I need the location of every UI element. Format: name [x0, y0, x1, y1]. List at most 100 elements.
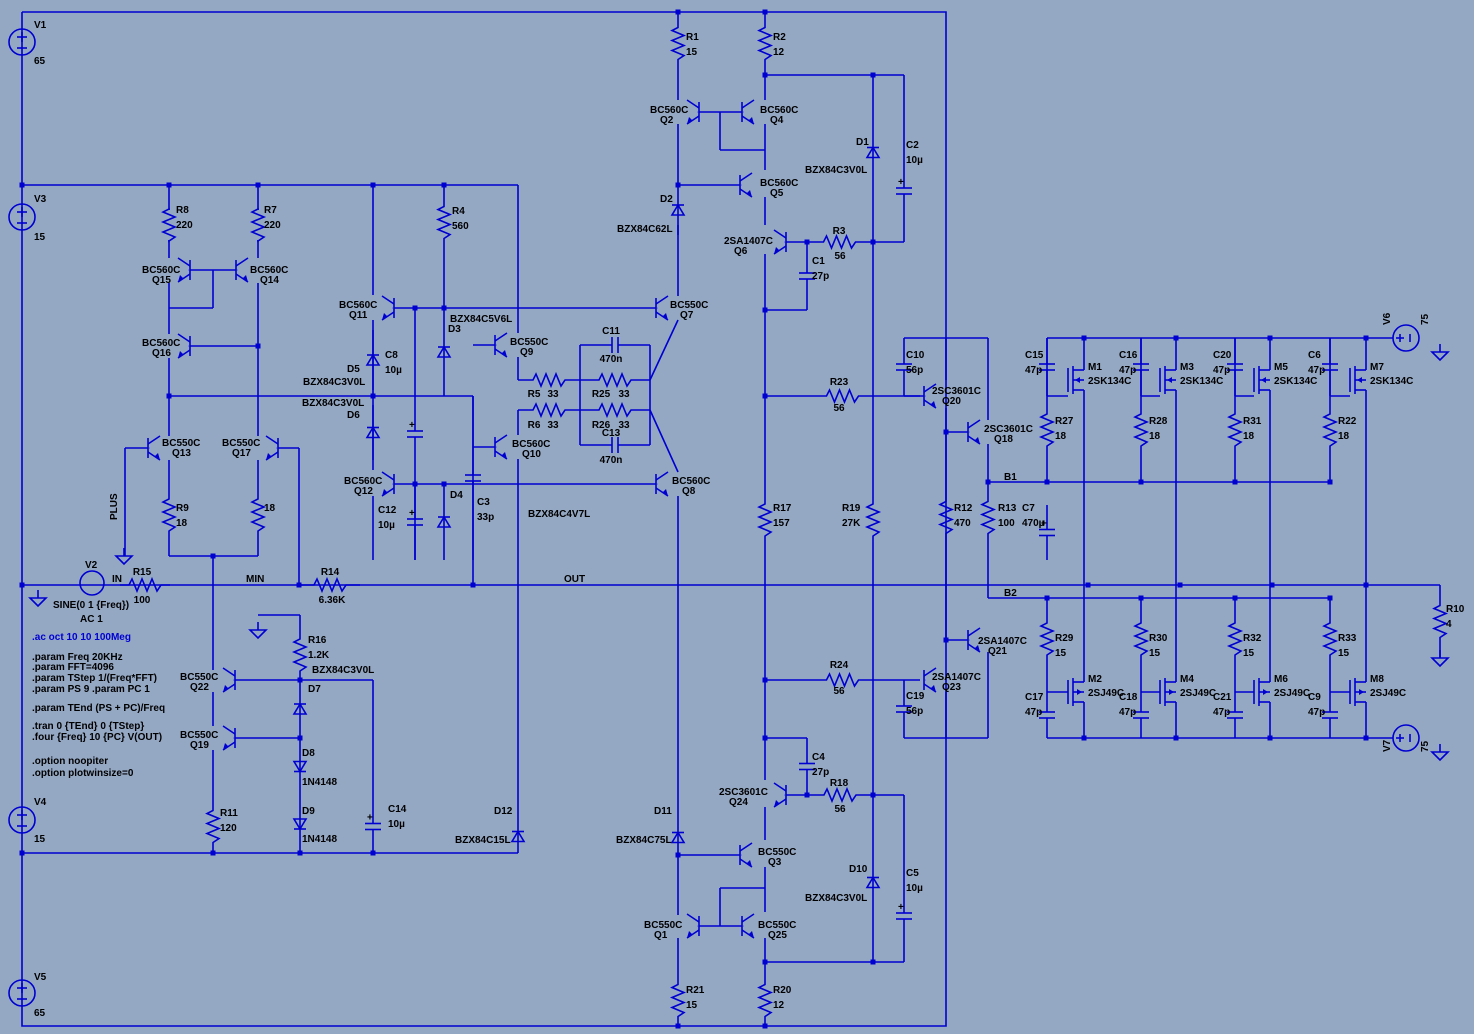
resistor-R30	[1132, 598, 1150, 680]
bjt-lead	[381, 471, 395, 481]
resistor-label-R8: R8	[176, 205, 189, 216]
bjt-lead	[222, 667, 236, 677]
bjt-lead	[967, 627, 981, 637]
ground-symbol	[248, 629, 268, 640]
capacitor-value-C10: 56p	[906, 365, 923, 376]
diode-model-D6: BZX84C3V0L	[302, 398, 364, 409]
capacitor-value-C12: 10µ	[378, 520, 395, 531]
resistor-R28	[1132, 410, 1150, 450]
capacitor-label-C11: C11	[602, 326, 620, 337]
transistor-label-M2: M2	[1088, 674, 1102, 685]
transistor-label-Q23: Q23	[942, 682, 961, 693]
junction	[762, 959, 768, 965]
capacitor-label-C14: C14	[388, 804, 407, 815]
resistor-value-R19: 27K	[842, 518, 861, 529]
transistor-label-Q1: Q1	[654, 930, 668, 941]
bjt-lead	[655, 487, 669, 497]
resistor-label-R31: R31	[1243, 416, 1262, 427]
resistor-R10	[1431, 585, 1449, 658]
resistor-R23	[765, 387, 920, 405]
transistor-model-M6: 2SJ49C	[1274, 688, 1310, 699]
transistor-model-Q3: BC550C	[758, 847, 796, 858]
source-label-V1: V1	[34, 20, 47, 31]
capacitor-label-C21: C21	[1213, 692, 1232, 703]
resistor-label-R21: R21	[686, 985, 705, 996]
bjt-arrow-Q23	[931, 685, 936, 692]
resistor-value-R2: 12	[773, 47, 785, 58]
transistor-label-Q19: Q19	[190, 740, 209, 751]
spice-directive-5: .param TEnd (PS + PC)/Freq	[32, 703, 165, 714]
resistor-R13	[979, 495, 997, 540]
resistor-R24	[765, 671, 920, 689]
resistor-R27	[1038, 410, 1056, 450]
bjt-lead	[222, 725, 236, 735]
source-value-V4: 15	[34, 834, 46, 845]
resistor-R33	[1321, 598, 1339, 680]
net-B1: B1	[1004, 472, 1017, 483]
transistor-label-Q22: Q22	[190, 682, 209, 693]
source-V1	[8, 28, 36, 56]
transistor-model-Q21: 2SA1407C	[978, 636, 1027, 647]
junction	[1269, 582, 1275, 588]
bjt-arrow-Q22	[223, 685, 228, 692]
diode-label-D6: D6	[347, 410, 360, 421]
bjt-lead	[739, 188, 753, 198]
transistor-model-Q22: BC550C	[180, 672, 218, 683]
resistor-R6	[518, 401, 580, 419]
capacitor-value-C13: 470n	[600, 455, 623, 466]
transistor-model-Q24: 2SC3601C	[719, 787, 768, 798]
bjt-lead	[686, 115, 700, 125]
resistor-label-R20: R20	[773, 985, 792, 996]
resistor-value-R16: 1.2K	[308, 650, 330, 661]
transistor-label-Q13: Q13	[172, 448, 191, 459]
resistor-R14	[300, 576, 360, 594]
source-value-V1: 65	[34, 56, 46, 67]
resistor-R15	[120, 576, 170, 594]
resistor-value-R6: 33	[547, 420, 559, 431]
transistor-model-Q12: BC560C	[344, 476, 382, 487]
diode-D10	[865, 875, 881, 889]
bjt-lead	[773, 798, 787, 808]
transistor-label-Q7: Q7	[680, 310, 694, 321]
bjt-lead	[655, 295, 669, 305]
transistor-label-Q10: Q10	[522, 449, 541, 460]
bjt-arrow-Q6	[774, 247, 779, 254]
junction	[762, 735, 768, 741]
capacitor-value-C9: 47p	[1308, 707, 1325, 718]
capacitor-value-C7: 470µ	[1022, 518, 1045, 529]
bjt-lead	[381, 311, 395, 321]
transistor-model-Q14: BC560C	[250, 265, 288, 276]
bjt-lead	[177, 333, 191, 343]
source-V7	[1392, 724, 1420, 752]
resistor-label-R6: R6	[528, 420, 541, 431]
bjt-lead	[741, 929, 755, 939]
transistor-model-Q4: BC560C	[760, 105, 798, 116]
bjt-lead	[381, 487, 395, 497]
resistor-label-R7: R7	[264, 205, 277, 216]
bjt-lead	[739, 842, 753, 852]
transistor-model-M7: 2SK134C	[1370, 376, 1413, 387]
bjt-lead	[686, 913, 700, 923]
resistor-R1	[669, 12, 687, 75]
diode-label-D10: D10	[849, 864, 868, 875]
capacitor-label-C9: C9	[1308, 692, 1321, 703]
capacitor-label-C4: C4	[812, 752, 825, 763]
junction	[1044, 479, 1050, 485]
capacitor-label-C18: C18	[1119, 692, 1138, 703]
junction	[1138, 479, 1144, 485]
junction	[1177, 582, 1183, 588]
bjt-lead	[147, 435, 161, 445]
bjt-lead	[381, 295, 395, 305]
source-ac-V2: AC 1	[80, 614, 103, 625]
capacitor-value-C17: 47p	[1025, 707, 1042, 718]
resistor-value-R14: 6.36K	[319, 595, 346, 606]
bjt-arrow-Q9	[502, 350, 507, 357]
resistor-label-R30: R30	[1149, 633, 1168, 644]
mos-arrow-M7	[1357, 377, 1362, 383]
diode-D11	[670, 830, 686, 844]
source-V2	[79, 570, 105, 596]
resistor-R19	[864, 500, 882, 540]
diode-label-D5: D5	[347, 364, 360, 375]
diode-model-D8: 1N4148	[302, 777, 337, 788]
wire	[649, 319, 679, 381]
